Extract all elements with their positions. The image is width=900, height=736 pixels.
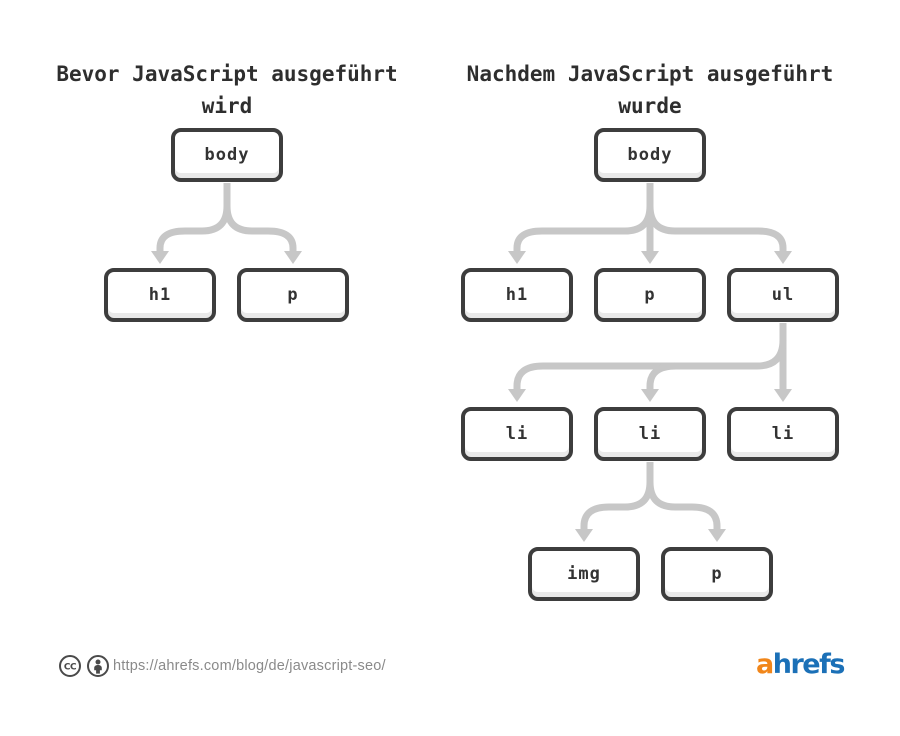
connector-right-li2-p2 — [646, 462, 721, 530]
right-tree-title-line1: Nachdem JavaScript ausgeführt — [466, 62, 834, 86]
left-node-h1: h1 — [104, 268, 216, 322]
ahrefs-logo: ahrefs — [756, 649, 846, 680]
left-tree-title-line2: wird — [201, 94, 253, 118]
connector-right-li2-img — [580, 462, 654, 530]
right-node-ul: ul — [727, 268, 839, 322]
connector-left-body-p — [223, 183, 297, 252]
left-node-body: body — [171, 128, 283, 182]
creative-commons-icon: CC — [59, 655, 81, 677]
right-node-p2: p — [661, 547, 773, 601]
arrowhead — [575, 529, 593, 542]
arrowhead — [284, 251, 302, 264]
left-tree-title-line1: Bevor JavaScript ausgeführt — [56, 62, 398, 86]
arrowhead — [708, 529, 726, 542]
right-node-h1: h1 — [461, 268, 573, 322]
right-node-img: img — [528, 547, 640, 601]
connector-lines — [156, 183, 787, 530]
connector-right-body-ul — [646, 183, 787, 252]
source-url: https://ahrefs.com/blog/de/javascript-se… — [113, 658, 386, 674]
right-tree-title: Nachdem JavaScript ausgeführt wurde — [440, 58, 860, 122]
right-tree-title-line2: wurde — [618, 94, 682, 118]
left-node-p: p — [237, 268, 349, 322]
connector-left-body-h1 — [156, 183, 231, 252]
arrowhead — [508, 389, 526, 402]
connector-right-body-h1 — [513, 183, 654, 252]
attribution-icon — [87, 655, 109, 677]
arrowhead — [151, 251, 169, 264]
footer: CC https://ahrefs.com/blog/de/javascript… — [0, 645, 900, 690]
right-node-li-2: li — [594, 407, 706, 461]
right-node-p: p — [594, 268, 706, 322]
connector-arrowheads — [151, 251, 792, 542]
right-node-body: body — [594, 128, 706, 182]
right-node-li-1: li — [461, 407, 573, 461]
arrowhead — [508, 251, 526, 264]
arrowhead — [774, 389, 792, 402]
arrowhead — [641, 389, 659, 402]
connector-right-ul-li1 — [513, 339, 787, 390]
license-icons: CC — [58, 654, 110, 678]
svg-text:CC: CC — [64, 663, 77, 673]
connector-right-ul-li2 — [646, 362, 677, 390]
arrowhead — [641, 251, 659, 264]
ahrefs-logo-a: a — [756, 649, 774, 680]
right-node-li-3: li — [727, 407, 839, 461]
ahrefs-logo-hrefs: hrefs — [772, 649, 846, 680]
arrowhead — [774, 251, 792, 264]
left-tree-title: Bevor JavaScript ausgeführt wird — [17, 58, 437, 122]
